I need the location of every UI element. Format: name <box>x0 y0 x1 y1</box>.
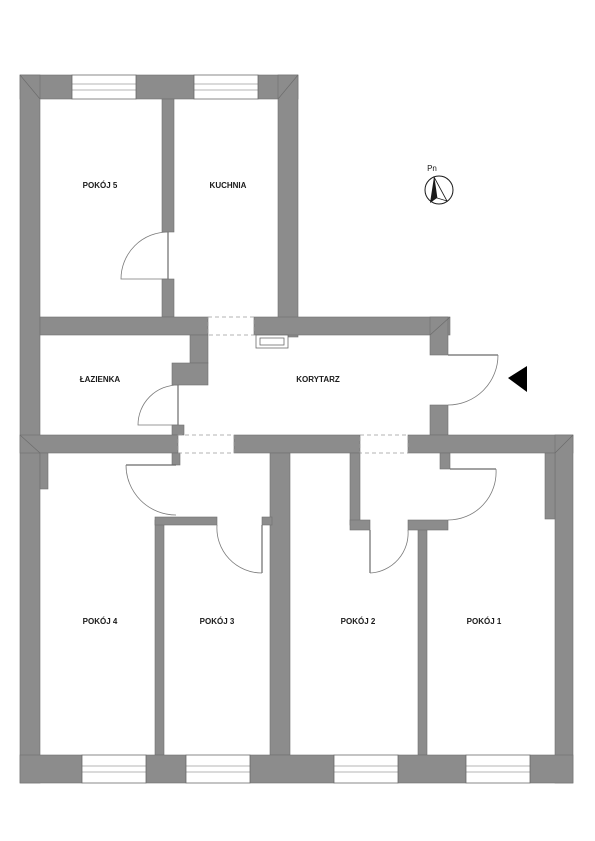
wall-mid-upper-right <box>253 316 451 336</box>
door-lazienka <box>137 384 179 426</box>
door-entrance <box>447 354 499 406</box>
wall-upper-right <box>277 74 299 338</box>
chimney-inner <box>259 337 285 346</box>
wall-corridor-east-top <box>429 316 449 356</box>
wall-corridor-east-bottom <box>429 404 449 436</box>
wall-bottom-3 <box>249 754 335 784</box>
wall-partition-pokoj4-pokoj3 <box>154 519 165 756</box>
wall-partition-pokoj5-kuchnia-upper <box>161 98 175 233</box>
wall-mid-lower-1 <box>19 434 179 454</box>
openings <box>177 316 409 454</box>
window-top-right <box>193 74 259 100</box>
wall-partition-pokoj5-kuchnia-lower <box>161 278 175 318</box>
opening-korytarz-south-left <box>177 434 235 454</box>
north-arrow-icon <box>430 176 448 203</box>
wall-mid-lower-3 <box>407 434 574 454</box>
wall-right-outer <box>554 434 574 784</box>
wall-partition-pokoj2-pokoj1 <box>417 524 428 756</box>
wall-top-middle <box>135 74 195 100</box>
compass-ring <box>424 175 454 205</box>
window-bottom-pokoj4 <box>81 754 147 784</box>
wall-pokoj3-top-right <box>261 516 273 526</box>
wall-bottom-2 <box>145 754 187 784</box>
door-pokoj4 <box>125 464 177 516</box>
corner-line <box>429 316 451 336</box>
wall-bottom-5 <box>529 754 574 784</box>
wall-bathroom-corridor-top <box>189 334 209 364</box>
room-labels: POKÓJ 5 KUCHNIA ŁAZIENKA KORYTARZ POKÓJ … <box>80 181 502 626</box>
room-label-pokoj5: POKÓJ 5 <box>83 181 118 190</box>
door-pokoj5 <box>120 231 169 280</box>
door-pokoj3 <box>216 524 263 574</box>
wall-mid-lower-2 <box>233 434 361 454</box>
walls <box>19 74 574 784</box>
wall-left-pilaster <box>39 452 49 490</box>
compass: Pn <box>424 164 454 205</box>
room-label-pokoj3: POKÓJ 3 <box>200 617 235 626</box>
windows <box>71 74 531 784</box>
window-bottom-pokoj1 <box>465 754 531 784</box>
doors <box>120 231 499 574</box>
corner-details <box>19 74 574 454</box>
compass-label: Pn <box>427 164 437 173</box>
wall-bottom-1 <box>19 754 83 784</box>
corner-line <box>554 434 574 454</box>
wall-pokoj1-stub <box>407 519 449 531</box>
corner-line <box>19 74 41 100</box>
window-bottom-pokoj3 <box>185 754 251 784</box>
room-label-kuchnia: KUCHNIA <box>210 181 247 190</box>
wall-partition-pokoj3-pokoj2 <box>269 452 291 756</box>
wall-right-pilaster <box>544 452 556 520</box>
room-label-korytarz: KORYTARZ <box>296 375 340 384</box>
door-pokoj1 <box>447 468 497 521</box>
wall-bottom-4 <box>397 754 467 784</box>
entrance-arrow-icon <box>508 366 527 392</box>
room-label-pokoj1: POKÓJ 1 <box>467 617 502 626</box>
opening-korytarz-south-right <box>359 434 409 454</box>
corner-line <box>19 434 41 454</box>
door-pokoj2 <box>369 529 409 574</box>
wall-pokoj2-stub-bottom <box>349 519 371 531</box>
wall-mid-upper-left <box>39 316 209 336</box>
window-bottom-pokoj2 <box>333 754 399 784</box>
wall-pokoj3-top-left <box>154 516 218 526</box>
room-label-pokoj4: POKÓJ 4 <box>83 617 118 626</box>
wall-pokoj2-stub-left <box>349 452 361 526</box>
wall-pokoj1-jamb <box>439 452 451 470</box>
wall-bathroom-corridor-stub <box>171 362 209 386</box>
room-label-pokoj2: POKÓJ 2 <box>341 617 376 626</box>
wall-bathroom-corridor-bottom <box>171 424 185 436</box>
corner-line <box>277 74 299 100</box>
wall-pokoj3-jamb <box>171 452 181 466</box>
opening-kuchnia-korytarz <box>207 316 255 336</box>
room-label-lazienka: ŁAZIENKA <box>80 375 121 384</box>
wall-left-outer <box>19 74 41 784</box>
window-top-left <box>71 74 137 100</box>
